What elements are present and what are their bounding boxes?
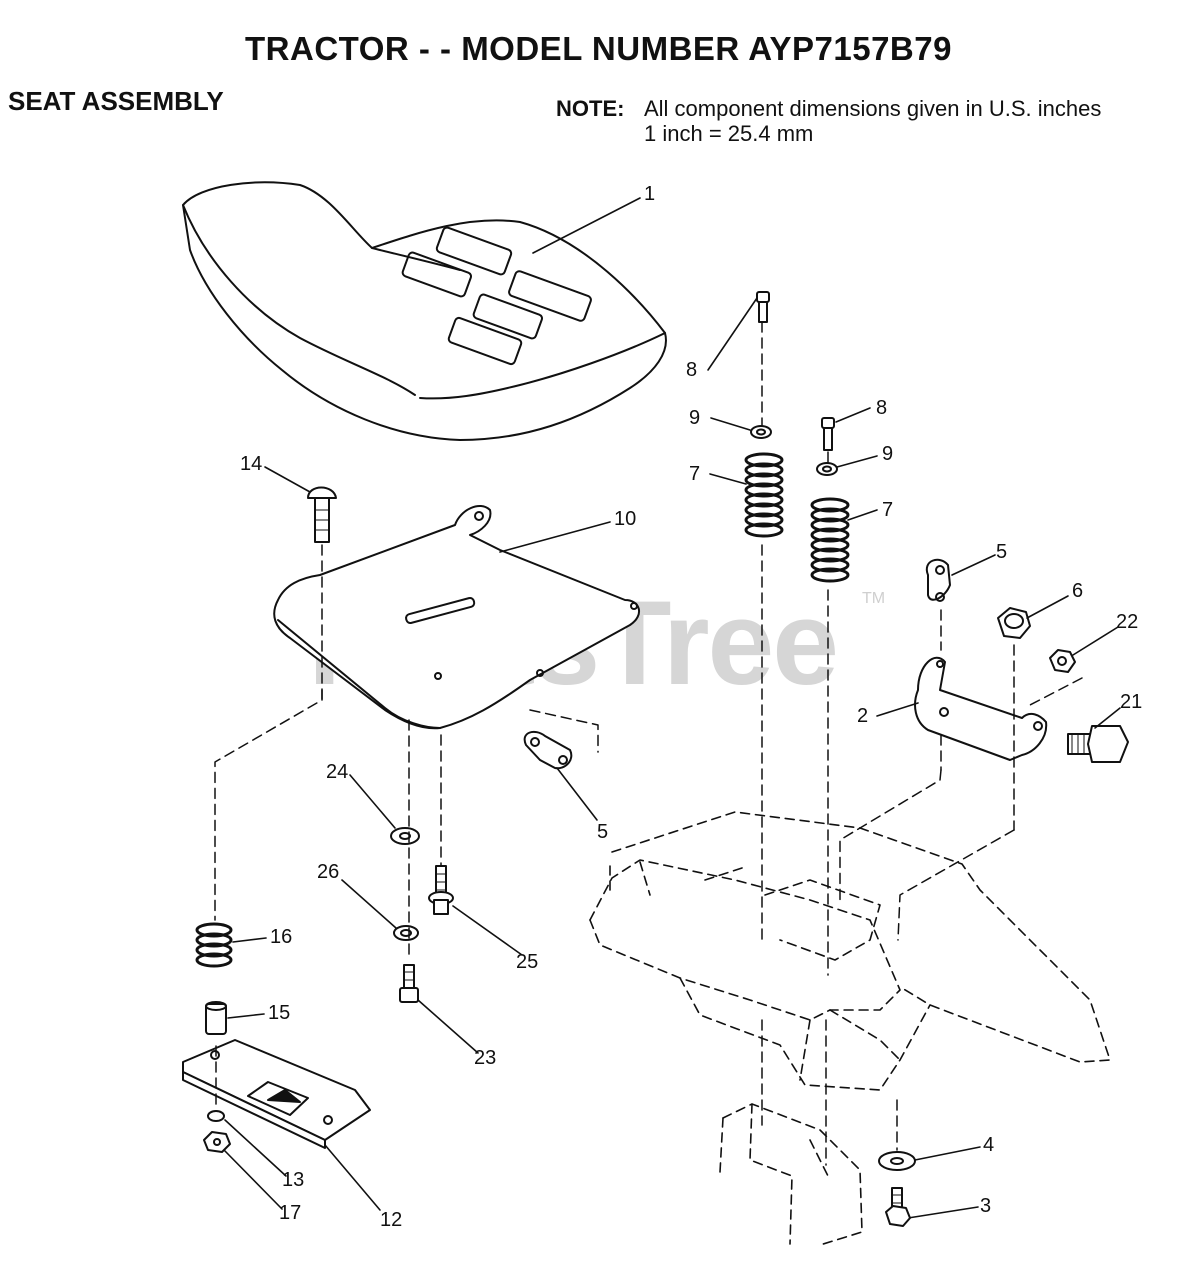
- plate-part-12: [182, 1039, 371, 1149]
- bolt-washer-spring-left: [744, 291, 784, 538]
- callout-10: 10: [614, 508, 636, 530]
- nut-part-6: [997, 607, 1031, 639]
- note-line-1: All component dimensions given in U.S. i…: [644, 96, 1102, 121]
- carriage-bolt-part: [307, 486, 337, 543]
- clip-part-lower: [523, 730, 573, 770]
- callout-8-right: 8: [876, 397, 887, 419]
- callout-17: 17: [279, 1202, 301, 1224]
- callout-16: 16: [270, 926, 292, 948]
- callout-3: 3: [980, 1195, 991, 1217]
- bolt-part-23: [399, 964, 419, 1003]
- note-line-2: 1 inch = 25.4 mm: [644, 121, 814, 146]
- seat-pan-part: [273, 505, 640, 730]
- bolt-part-21: [1067, 725, 1129, 763]
- bolt-part-25: [428, 865, 454, 915]
- callout-5-lower: 5: [597, 821, 608, 843]
- section-title: SEAT ASSEMBLY: [8, 86, 224, 116]
- nut-part-22: [1049, 649, 1076, 673]
- clip-part-upper: [925, 558, 951, 602]
- callout-14: 14: [240, 453, 262, 475]
- callout-labels: 1 8 9 8 9 7 7 14 10 5 6 22 2 21 5 24 26 …: [240, 183, 1142, 1231]
- watermark-tm: TM: [862, 590, 886, 607]
- bolt-washer-spring-right: [810, 417, 850, 583]
- washer-part-24: [390, 827, 420, 845]
- callout-leaders: [223, 197, 1121, 1219]
- bracket-part-2: [914, 656, 1048, 761]
- nut-part-13: [207, 1110, 225, 1122]
- callout-25: 25: [516, 951, 538, 973]
- bolt-part-3: [885, 1187, 911, 1227]
- page-title: TRACTOR - - MODEL NUMBER AYP7157B79: [245, 30, 952, 67]
- dimension-note: NOTE: All component dimensions given in U…: [556, 96, 1101, 146]
- callout-13: 13: [282, 1169, 304, 1191]
- callout-2: 2: [857, 705, 868, 727]
- callout-7-left: 7: [689, 463, 700, 485]
- spring-part-16: [195, 922, 233, 968]
- callout-23: 23: [474, 1047, 496, 1069]
- washer-part-4: [878, 1151, 916, 1171]
- callout-4: 4: [983, 1134, 994, 1156]
- callout-9-left: 9: [689, 407, 700, 429]
- callout-24: 24: [326, 761, 348, 783]
- callout-5-upper: 5: [996, 541, 1007, 563]
- note-label: NOTE:: [556, 96, 625, 121]
- callout-6: 6: [1072, 580, 1083, 602]
- callout-9-right: 9: [882, 443, 893, 465]
- callout-12: 12: [380, 1209, 402, 1231]
- callout-21: 21: [1120, 691, 1142, 713]
- washer-part-26: [393, 925, 419, 941]
- callout-1: 1: [644, 183, 655, 205]
- callout-26: 26: [317, 861, 339, 883]
- assembly-guide-lines: [214, 321, 1083, 1166]
- tractor-frame-dashed: [589, 811, 1111, 1246]
- callout-15: 15: [268, 1002, 290, 1024]
- callout-8-left: 8: [686, 359, 697, 381]
- spacer-part-15: [205, 1001, 227, 1035]
- callout-7-right: 7: [882, 499, 893, 521]
- nut-part-17: [203, 1131, 231, 1153]
- callout-22: 22: [1116, 611, 1138, 633]
